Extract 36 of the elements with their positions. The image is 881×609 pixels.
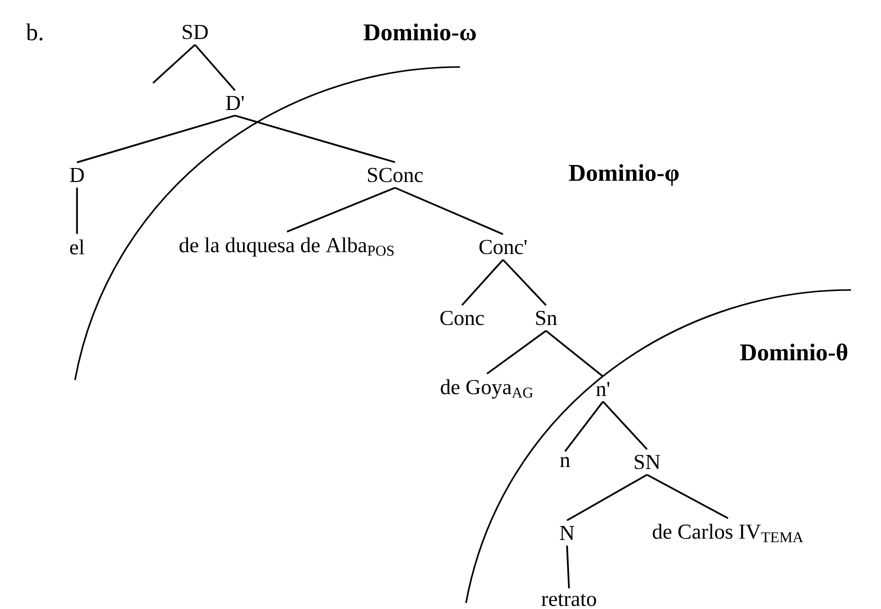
- tree-node-label: de Carlos IV$_{TEMA}$: [652, 524, 804, 542]
- branch-line: [602, 400, 648, 450]
- branch-line: [646, 474, 728, 520]
- branch-line: [566, 546, 570, 588]
- branch-line: [76, 188, 78, 234]
- domain-label: Dominio-θ: [740, 343, 848, 360]
- branch-line: [234, 114, 396, 164]
- tree-node-label: el: [70, 239, 84, 254]
- tree-node-label: SN: [634, 454, 660, 470]
- tree-node-label: retrato: [542, 594, 596, 606]
- branch-line: [394, 186, 504, 236]
- branch-line: [566, 474, 648, 522]
- tree-node-label: Conc: [440, 310, 484, 326]
- branch-line: [76, 114, 236, 164]
- branch-line: [502, 259, 547, 306]
- tree-node-label: D: [70, 168, 84, 182]
- tree-node-label: D': [226, 96, 244, 110]
- tree-node-label: n': [596, 382, 610, 396]
- tree-node-label: de Goya$_{AG}$: [440, 379, 533, 399]
- tree-node-label: Conc': [479, 240, 527, 254]
- branch-line: [194, 44, 236, 91]
- domain-label: Dominio-ω: [364, 24, 476, 40]
- tree-node-label: Sn: [536, 310, 557, 326]
- branch-line: [461, 259, 504, 306]
- tree-node-label: SConc: [368, 168, 423, 182]
- tree-node-label: de la duquesa de Alba$_{POS}$: [180, 237, 394, 257]
- tree-node-label: n: [560, 456, 570, 468]
- branch-line: [545, 330, 604, 378]
- branch-line: [486, 330, 547, 374]
- branch-line: [152, 44, 196, 84]
- domain-label: Dominio-φ: [568, 164, 679, 186]
- tree-node-label: SD: [182, 24, 208, 40]
- example-letter: b.: [26, 23, 42, 40]
- tree-node-label: N: [560, 526, 574, 540]
- branch-line: [564, 401, 604, 452]
- branch-line: [286, 186, 396, 233]
